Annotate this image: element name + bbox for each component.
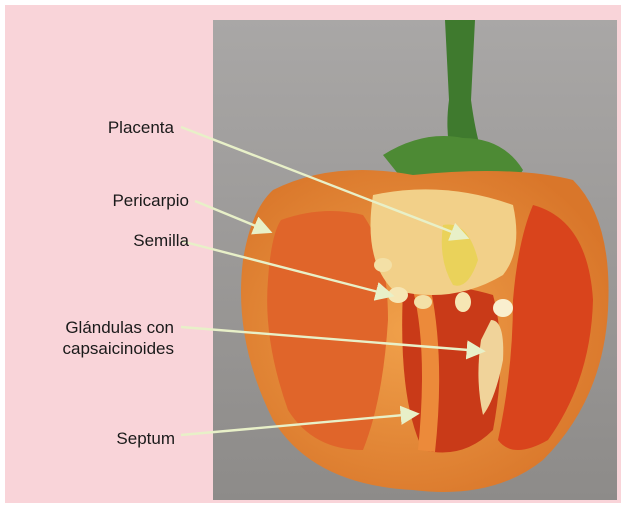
label-glandulas-line2: capsaicinoides: [62, 338, 174, 359]
label-septum: Septum: [116, 429, 175, 449]
label-pericarpio: Pericarpio: [112, 191, 189, 211]
figure-panel: Placenta Pericarpio Semilla Glándulas co…: [5, 5, 621, 503]
semilla-pointer: [181, 241, 390, 295]
label-semilla: Semilla: [133, 231, 189, 251]
label-glandulas-line1: Glándulas con: [62, 317, 174, 338]
label-pointers: [5, 5, 621, 503]
label-glandulas: Glándulas con capsaicinoides: [62, 317, 174, 359]
placenta-pointer: [181, 127, 465, 237]
label-placenta: Placenta: [108, 118, 174, 138]
pericarpio-pointer: [195, 201, 268, 231]
glandulas-pointer: [181, 327, 481, 351]
septum-pointer: [181, 414, 415, 435]
